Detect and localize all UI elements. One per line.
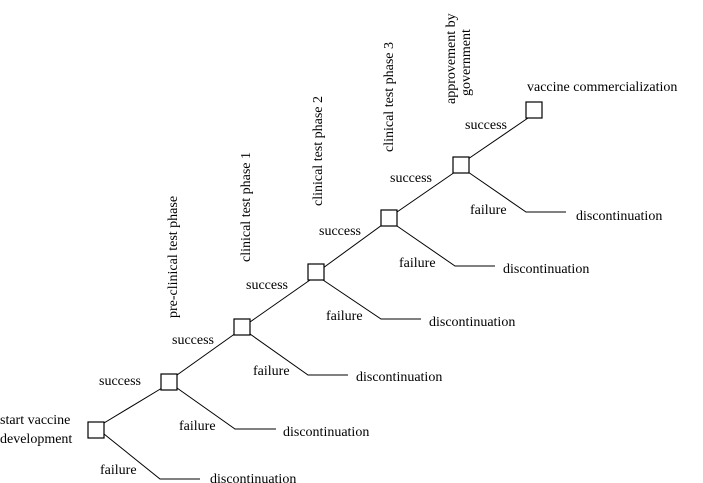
- node-preclinical: [160, 373, 178, 391]
- edge-success-3: [322, 224, 383, 269]
- success-label-3: success: [246, 278, 288, 293]
- outcome-label-5: discontinuation: [576, 209, 662, 224]
- node-commercialization: [525, 101, 543, 119]
- edge-success-4: [396, 171, 456, 213]
- start-label-line1: start vaccine: [0, 413, 70, 428]
- edge-failure-5: [467, 171, 566, 213]
- failure-label-2: failure: [253, 364, 290, 379]
- phase-label-clinical-3: clinical test phase 3: [382, 42, 397, 152]
- failure-label-4: failure: [399, 256, 436, 271]
- success-label-5: success: [390, 171, 432, 186]
- outcome-label-2: discontinuation: [356, 370, 442, 385]
- decision-nodes: [87, 101, 543, 439]
- node-phase1: [233, 318, 251, 336]
- edge-failure-2: [249, 333, 348, 376]
- edge-failure-4: [396, 225, 495, 267]
- failure-label-5: failure: [470, 203, 507, 218]
- phase-label-preclinical: pre-clinical test phase: [166, 196, 181, 318]
- start-label-line2: development: [0, 432, 72, 447]
- failure-label-0: failure: [100, 463, 137, 478]
- phase-label-approval-line1: approvement by: [444, 13, 459, 104]
- phase-label-approval-line2: government: [459, 29, 474, 96]
- edge-success-1: [176, 332, 237, 376]
- success-label-6: success: [465, 118, 507, 133]
- edge-success-0: [103, 387, 163, 424]
- failure-label-1: failure: [179, 419, 216, 434]
- outcome-label-4: discontinuation: [503, 262, 589, 277]
- edge-success-5: [467, 117, 529, 160]
- success-edges: [103, 117, 529, 424]
- outcome-label-3: discontinuation: [429, 315, 515, 330]
- node-phase2: [307, 263, 325, 281]
- failure-label-3: failure: [326, 309, 363, 324]
- phase-label-clinical-1: clinical test phase 1: [239, 152, 254, 262]
- edge-failure-1: [176, 387, 276, 430]
- node-start: [87, 421, 105, 439]
- success-label-1: success: [99, 374, 141, 389]
- failure-edges: [103, 171, 566, 480]
- edge-failure-0: [103, 433, 200, 480]
- success-label-2: success: [172, 333, 214, 348]
- end-label: vaccine commercialization: [527, 80, 677, 95]
- edge-success-2: [249, 279, 311, 323]
- phase-label-clinical-2: clinical test phase 2: [311, 96, 326, 206]
- success-label-4: success: [319, 224, 361, 239]
- outcome-label-1: discontinuation: [283, 425, 369, 440]
- outcome-label-0: discontinuation: [210, 472, 296, 483]
- node-phase3: [380, 209, 398, 227]
- edge-failure-3: [322, 279, 421, 320]
- node-approval: [452, 156, 470, 174]
